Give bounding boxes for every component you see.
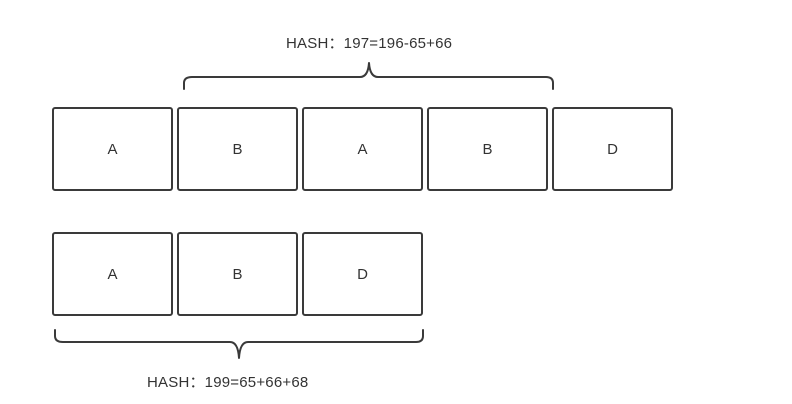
bottom-cell-3: D — [302, 232, 423, 316]
bottom-cell-2: B — [177, 232, 298, 316]
top-cell-5: D — [552, 107, 673, 191]
top-cell-4: B — [427, 107, 548, 191]
top-cell-2: B — [177, 107, 298, 191]
top-string-row: A B A B D — [52, 107, 673, 191]
bottom-cell-1: A — [52, 232, 173, 316]
bottom-hash-label: HASH：199=65+66+68 — [147, 374, 309, 391]
top-cell-1: A — [52, 107, 173, 191]
bottom-pattern-row: A B D — [52, 232, 423, 316]
top-cell-3: A — [302, 107, 423, 191]
top-hash-label: HASH：197=196-65+66 — [286, 35, 453, 52]
